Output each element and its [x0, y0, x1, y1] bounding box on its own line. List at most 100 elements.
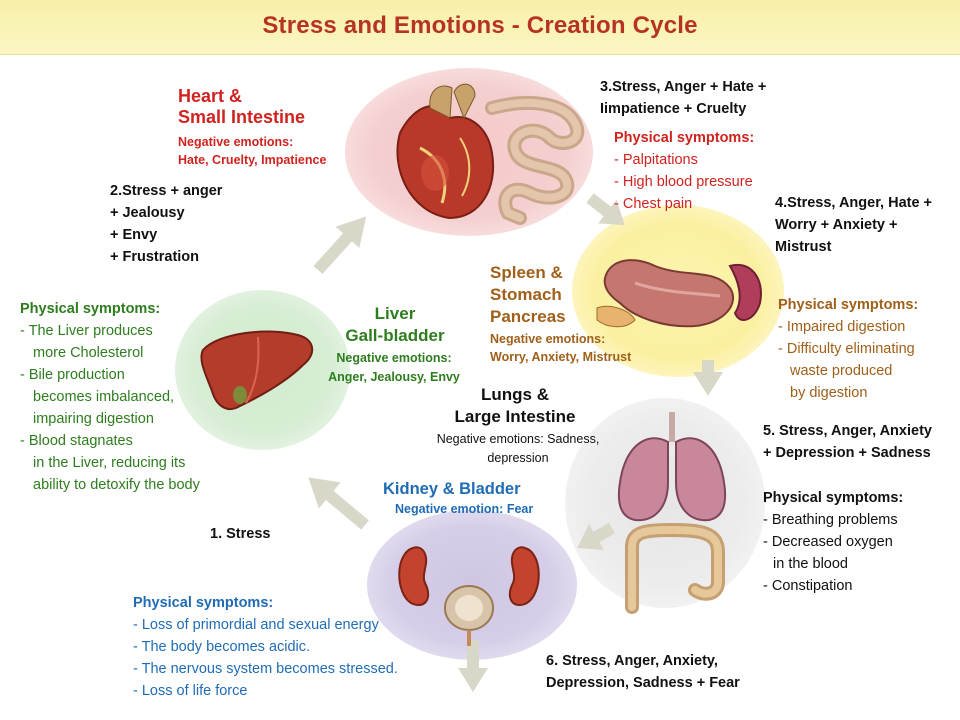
kidney-symptoms-heading: Physical symptoms: — [133, 595, 274, 611]
stage-2-line: + Envy — [110, 227, 158, 243]
stage-5-line2: + Depression + Sadness — [763, 445, 931, 461]
stage-4-line: Worry + Anxiety + — [775, 217, 898, 233]
liver-symptom-line: impairing digestion — [33, 411, 154, 427]
heart-symptoms: Physical symptoms: - Palpitations - High… — [614, 127, 754, 215]
stage-5-line1: 5. Stress, Anger, Anxiety — [763, 423, 932, 439]
liver-illustration — [200, 330, 314, 410]
stage-4-label: 4.Stress, Anger, Hate + Worry + Anxiety … — [775, 192, 932, 258]
liver-neg-label: Negative emotions: — [336, 351, 452, 365]
spleen-symptom-item: by digestion — [790, 385, 868, 401]
stage-6-line2: Depression, Sadness + Fear — [546, 675, 740, 691]
heart-negative-emotions: Negative emotions: Hate, Cruelty, Impati… — [178, 133, 326, 169]
heart-neg-label: Negative emotions: — [178, 135, 294, 149]
kidney-symptom-item: - The body becomes acidic. — [133, 639, 311, 655]
kidney-symptoms: Physical symptoms: - Loss of primordial … — [133, 592, 398, 702]
kidney-organ-name: Kidney & Bladder — [383, 480, 521, 498]
stage-4-line: 4.Stress, Anger, Hate + — [775, 195, 933, 211]
liver-symptoms: Physical symptoms: - The Liver produces … — [20, 298, 200, 496]
spleen-name-line1: Spleen & — [490, 263, 563, 282]
stomach-icon — [603, 259, 735, 328]
liver-name-line1: Liver — [374, 304, 416, 323]
liver-icon — [200, 330, 314, 410]
stage-2-label: 2.Stress + anger + Jealousy + Envy + Fru… — [110, 180, 222, 268]
lungs-symptom-line: - Decreased oxygen — [763, 534, 893, 550]
heart-symptoms-heading: Physical symptoms: — [614, 130, 755, 146]
lungs-symptoms-heading: Physical symptoms: — [763, 490, 904, 506]
stage-3-line1: 3.Stress, Anger + Hate + — [600, 79, 767, 95]
large-intestine-icon — [625, 522, 725, 614]
liver-symptom-line: ability to detoxify the body — [33, 477, 200, 493]
arrow-kidney-to-liver — [308, 477, 369, 530]
arrow-heart-to-spleen — [586, 193, 625, 226]
arrow-spleen-to-lungs — [693, 360, 723, 396]
spleen-symptom-item: waste produced — [790, 363, 893, 379]
spleen-neg-label: Negative emotions: — [490, 332, 606, 346]
lungs-symptom-line: in the blood — [773, 556, 848, 572]
liver-symptom-line: in the Liver, reducing its — [33, 455, 186, 471]
spleen-symptoms: Physical symptoms: - Impaired digestion … — [778, 294, 918, 404]
spleen-symptom-item: - Impaired digestion — [778, 319, 906, 335]
kidney-left-icon — [398, 546, 430, 606]
lungs-organ-name: Lungs & Large Intestine — [425, 384, 605, 428]
spleen-organ-name: Spleen & Stomach Pancreas — [490, 262, 566, 328]
arrow-bladder-out — [458, 640, 488, 692]
stage-6-line1: 6. Stress, Anger, Anxiety, — [546, 653, 718, 669]
spleen-stomach-illustration — [596, 259, 762, 328]
spleen-icon — [728, 263, 762, 322]
kidney-right-icon — [508, 546, 540, 606]
pancreas-icon — [596, 305, 636, 328]
heart-name-line2: Small Intestine — [178, 107, 306, 127]
heart-symptom-item: - Chest pain — [614, 196, 693, 212]
kidney-symptom-item: - Loss of life force — [133, 683, 248, 699]
heart-name-line1: Heart & — [178, 86, 243, 106]
stage-2-line: + Jealousy — [110, 205, 185, 221]
small-intestine-icon — [485, 96, 585, 225]
lungs-symptom-line: - Constipation — [763, 578, 853, 594]
stage-3-label: 3.Stress, Anger + Hate + Iimpatience + C… — [600, 76, 766, 120]
stage-3-line2: Iimpatience + Cruelty — [600, 101, 747, 117]
lungs-neg-line1: Negative emotions: Sadness, — [436, 432, 600, 446]
spleen-negative-emotions: Negative emotions: Worry, Anxiety, Mistr… — [490, 330, 631, 366]
heart-organ-name: Heart & Small Intestine — [178, 86, 305, 128]
lungs-name-line1: Lungs & — [481, 385, 549, 404]
bladder-icon — [444, 585, 494, 646]
heart-icon — [396, 83, 495, 220]
spleen-symptoms-heading: Physical symptoms: — [778, 297, 919, 313]
liver-symptom-line: more Cholesterol — [33, 345, 144, 361]
liver-symptom-line: becomes imbalanced, — [33, 389, 175, 405]
lungs-negative-emotions: Negative emotions: Sadness, depression — [418, 430, 618, 468]
heart-neg-list: Hate, Cruelty, Impatience — [178, 153, 327, 167]
liver-symptoms-heading: Physical symptoms: — [20, 301, 161, 317]
stage-2-line: + Frustration — [110, 249, 200, 265]
kidney-symptom-item: - The nervous system becomes stressed. — [133, 661, 398, 677]
page-title: Stress and Emotions - Creation Cycle — [262, 12, 698, 39]
spleen-name-line3: Pancreas — [490, 307, 566, 326]
kidney-negative-emotion: Negative emotion: Fear — [395, 502, 534, 516]
stage-6-label: 6. Stress, Anger, Anxiety, Depression, S… — [546, 650, 740, 694]
liver-symptom-line: - The Liver produces — [20, 323, 153, 339]
liver-symptom-line: - Blood stagnates — [20, 433, 133, 449]
lungs-symptom-line: - Breathing problems — [763, 512, 898, 528]
stage-1-label: 1. Stress — [210, 526, 271, 542]
liver-symptom-line: - Bile production — [20, 367, 125, 383]
heart-symptom-item: - High blood pressure — [614, 174, 753, 190]
stage-5-label: 5. Stress, Anger, Anxiety + Depression +… — [763, 420, 932, 464]
heart-symptom-item: - Palpitations — [614, 152, 698, 168]
arrow-lungs-to-kidney — [577, 522, 615, 550]
lungs-intestine-illustration — [617, 412, 727, 614]
liver-name-line2: Gall-bladder — [345, 326, 445, 345]
liver-organ-name: Liver Gall-bladder — [330, 303, 460, 347]
heart-intestine-illustration — [396, 83, 585, 225]
spleen-neg-list: Worry, Anxiety, Mistrust — [490, 350, 632, 364]
arrow-liver-to-heart — [313, 216, 367, 275]
title-bar: Stress and Emotions - Creation Cycle — [0, 0, 960, 55]
liver-neg-list: Anger, Jealousy, Envy — [328, 370, 460, 384]
stage-4-line: Mistrust — [775, 239, 832, 255]
stage-2-line: 2.Stress + anger — [110, 183, 223, 199]
liver-negative-emotions: Negative emotions: Anger, Jealousy, Envy — [318, 349, 470, 387]
spleen-name-line2: Stomach — [490, 285, 562, 304]
kidney-symptom-item: - Loss of primordial and sexual energy — [133, 617, 379, 633]
kidney-bladder-illustration — [398, 546, 540, 646]
lungs-icon — [617, 412, 727, 522]
